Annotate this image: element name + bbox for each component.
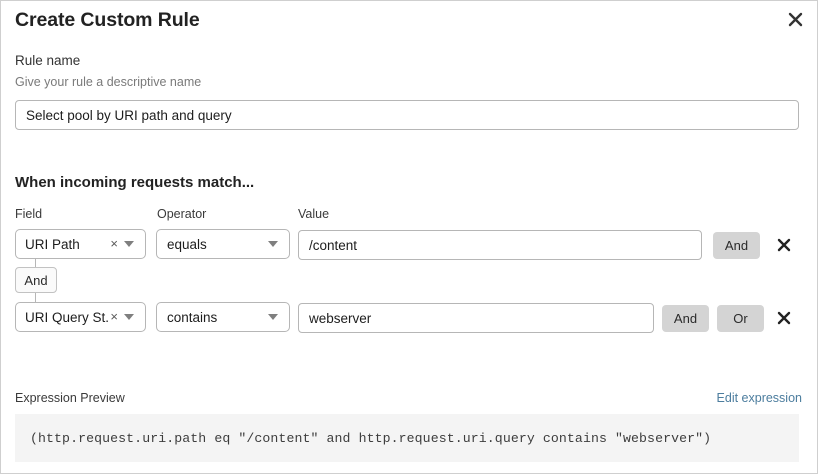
expression-preview-label: Expression Preview [15,391,125,405]
matcher-heading: When incoming requests match... [15,174,255,191]
row-1-value-input[interactable] [298,230,702,260]
row-2-delete-icon[interactable] [773,307,795,329]
edit-expression-link[interactable]: Edit expression [716,391,802,405]
column-header-operator: Operator [157,207,207,221]
rule-name-label: Rule name [15,53,81,68]
row-2-field-clear-icon[interactable]: × [110,309,118,324]
row-2-value-input[interactable] [298,303,654,333]
row-2-operator-select[interactable]: contains [156,302,290,332]
row-2-operator-value: contains [167,309,218,325]
row-2-and-button[interactable]: And [662,305,709,332]
connector-line-bottom [35,293,36,302]
column-header-value: Value [298,207,330,221]
close-icon[interactable] [782,6,808,32]
expression-preview-box: (http.request.uri.path eq "/content" and… [15,414,799,462]
chevron-down-icon [268,241,278,247]
row-1-operator-select[interactable]: equals [156,229,290,259]
close-glyph [777,311,791,325]
rule-name-input[interactable] [15,100,799,130]
page-title: Create Custom Rule [15,9,200,31]
row-1-field-select[interactable]: URI Path × [15,229,146,259]
column-header-field: Field [15,207,43,221]
rule-name-hint: Give your rule a descriptive name [15,75,202,89]
group-connector-and-button[interactable]: And [15,267,57,293]
row-1-delete-icon[interactable] [773,234,795,256]
chevron-down-icon [124,241,134,247]
row-1-and-button[interactable]: And [713,232,760,259]
chevron-down-icon [268,314,278,320]
row-1-field-clear-icon[interactable]: × [110,236,118,251]
connector-line-top [35,259,36,268]
chevron-down-icon [124,314,134,320]
row-1-operator-value: equals [167,236,207,252]
row-2-or-button[interactable]: Or [717,305,764,332]
row-2-field-select[interactable]: URI Query St... × [15,302,146,332]
close-glyph [788,12,802,26]
row-2-field-value: URI Query St... [25,309,109,325]
row-1-field-value: URI Path [25,236,80,252]
expression-preview-text: (http.request.uri.path eq "/content" and… [30,430,712,446]
close-glyph [777,238,791,252]
